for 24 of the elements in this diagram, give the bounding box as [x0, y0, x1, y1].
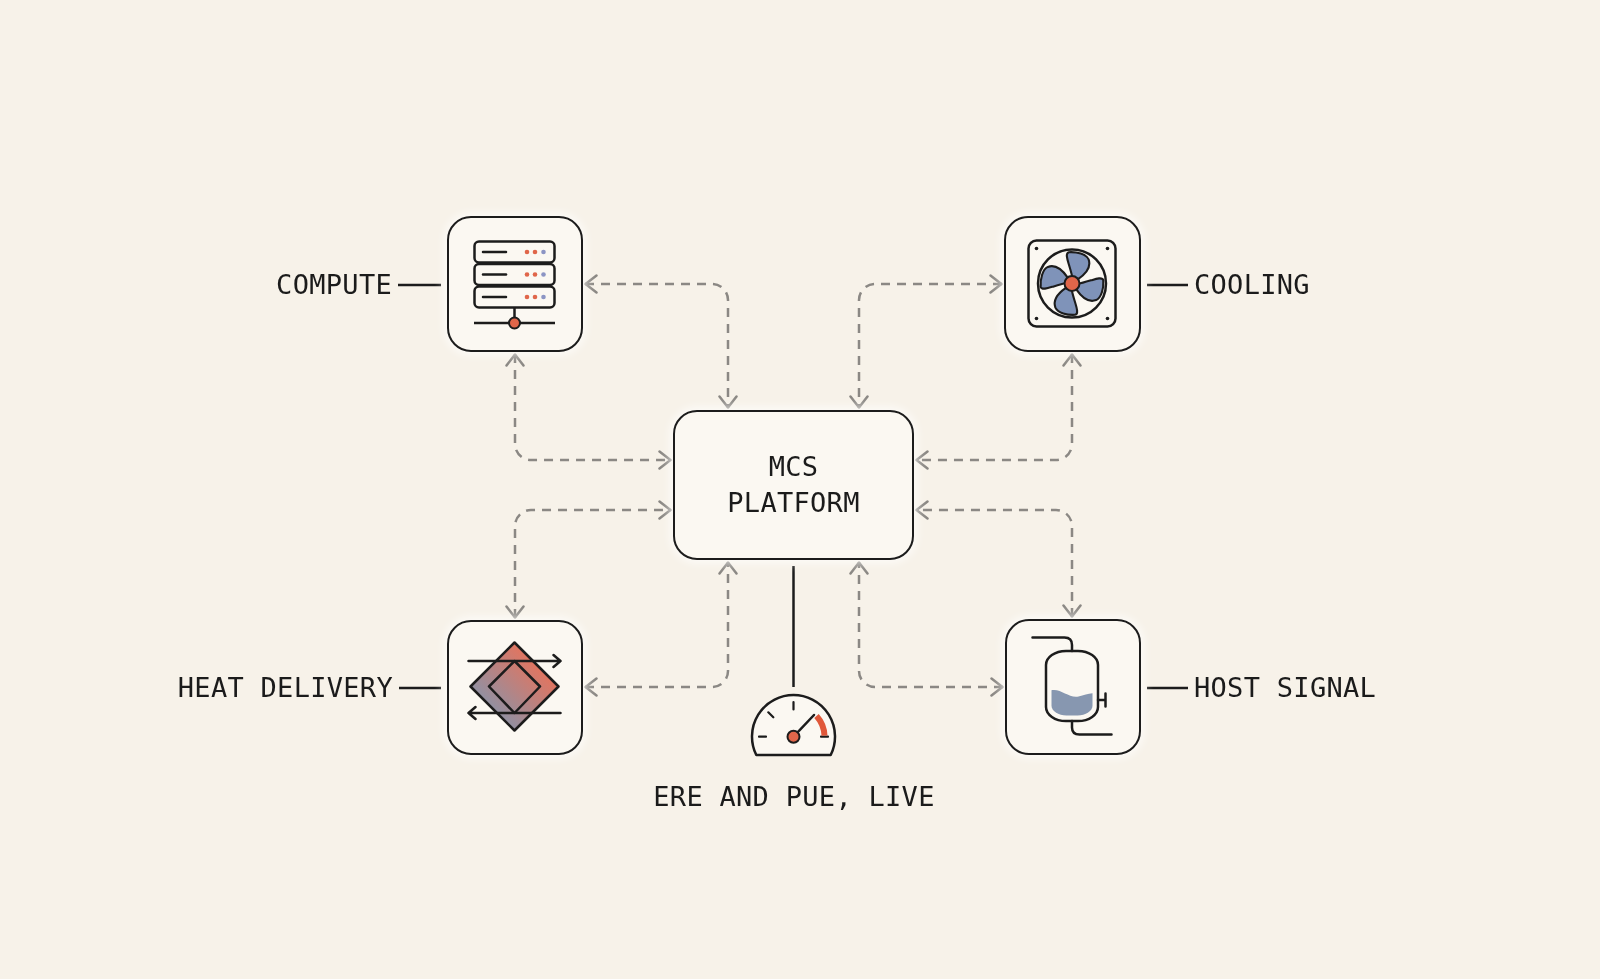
double-headed-arrow: [584, 561, 738, 697]
component-label: COOLING: [1194, 269, 1310, 301]
icon-tile: [447, 216, 583, 352]
leader-line: [1147, 686, 1188, 690]
component-label: HOST SIGNAL: [1194, 672, 1377, 704]
leader-line: [398, 283, 441, 287]
component-label: COMPUTE: [276, 269, 392, 301]
double-headed-arrow: [915, 500, 1082, 618]
leader-line: [399, 686, 441, 690]
leader-line: [1147, 283, 1188, 287]
double-headed-arrow: [505, 353, 672, 470]
double-headed-arrow: [849, 561, 1004, 697]
icon-tile: [1005, 619, 1141, 755]
double-headed-arrow: [505, 500, 672, 619]
double-headed-arrow: [584, 274, 738, 409]
icon-tile: [1004, 216, 1141, 352]
gauge-label: ERE AND PUE, LIVE: [653, 781, 935, 813]
double-headed-arrow: [849, 274, 1003, 409]
connector-line: [792, 566, 795, 687]
double-headed-arrow: [915, 353, 1082, 470]
icon-tile: [447, 620, 583, 755]
component-label: HEAT DELIVERY: [177, 672, 393, 704]
box-label: MCS PLATFORM: [727, 450, 860, 520]
process-box: [673, 410, 914, 560]
